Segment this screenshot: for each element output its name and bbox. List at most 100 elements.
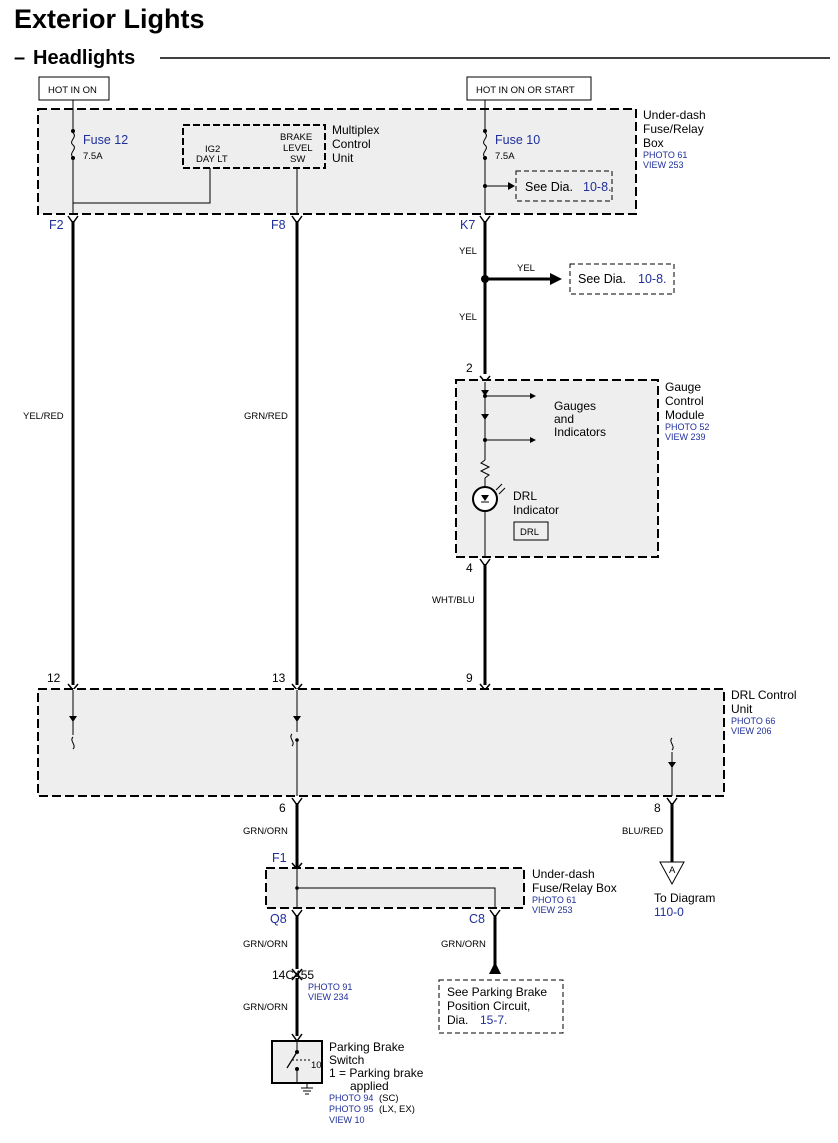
drl-badge: DRL	[520, 527, 539, 538]
pin-f8: F8	[271, 218, 286, 232]
arrow-fuse10-branch	[508, 182, 515, 190]
pin-f1: F1	[272, 851, 287, 865]
arrow-c8-up	[489, 962, 501, 974]
see-dia-box-yel	[569, 263, 675, 295]
parking-brake-ref-2: Position Circuit,	[447, 999, 530, 1013]
parking-switch-photo95-note: (LX, EX)	[379, 1104, 415, 1115]
drl-unit-photo: PHOTO 66	[731, 716, 775, 726]
parking-brake-ref-dia: Dia.	[447, 1013, 468, 1027]
arrow-gcm-feed-1	[530, 393, 536, 399]
multiplex-name-3: Unit	[332, 151, 354, 165]
gauge-name-1: Gauge	[665, 380, 701, 394]
power-label-left: HOT IN ON	[48, 85, 97, 96]
drl-diode-12	[69, 716, 77, 722]
see-dia-top-ref: 10-8.	[583, 180, 612, 194]
wire-label-blu-red: BLU/RED	[622, 826, 663, 837]
fuse12-rating: 7.5A	[83, 151, 103, 162]
pin-f2: F2	[49, 218, 64, 232]
parking-switch-photo94: PHOTO 94	[329, 1093, 373, 1103]
arrow-gcm-feed-2	[530, 437, 536, 443]
to-diagram-line-1: To Diagram	[654, 891, 715, 905]
diode-gcm-2	[481, 414, 489, 420]
drl-switch-8	[670, 737, 674, 751]
see-dia-yel-text: See Dia.	[578, 272, 626, 286]
gauge-photo: PHOTO 52	[665, 422, 709, 432]
pin-drl-9: 9	[466, 671, 473, 685]
connector-14c455-photo: PHOTO 91	[308, 982, 352, 992]
fuse-box-bottom-name-2: Fuse/Relay Box	[532, 881, 617, 895]
fuse10-symbol	[483, 132, 487, 158]
wire-label-grn-red: GRN/RED	[244, 411, 288, 422]
multiplex-ig2-1: IG2	[205, 144, 220, 155]
see-dia-box-top	[515, 170, 613, 202]
wire-label-grn-orn-1: GRN/ORN	[243, 826, 288, 837]
wire-label-grn-orn-3: GRN/ORN	[441, 939, 486, 950]
resistor-gcm	[479, 459, 491, 479]
fuse10-rating: 7.5A	[495, 151, 515, 162]
fuse12-terminal-top	[71, 129, 75, 133]
fuse-box-bottom-photo: PHOTO 61	[532, 895, 576, 905]
wire-label-yel-branch: YEL	[517, 263, 535, 274]
multiplex-brake-1: BRAKE	[280, 132, 312, 143]
diode-gcm-1	[481, 390, 489, 396]
wire-fuse12-to-multiplex	[73, 168, 211, 204]
fuse-box-top-name-1: Under-dash	[643, 108, 706, 122]
fuse-box-bottom-name-1: Under-dash	[532, 867, 595, 881]
pin-q8: Q8	[270, 912, 287, 926]
gauges-label-1: Gauges	[554, 399, 596, 413]
drl-diode-13	[293, 716, 301, 722]
to-diagram-marker	[659, 861, 685, 886]
to-diagram-line-2: 110-0	[654, 905, 684, 919]
wire-label-grn-orn-2: GRN/ORN	[243, 939, 288, 950]
multiplex-ig2-2: DAY LT	[196, 154, 228, 165]
gauges-label-2: and	[554, 412, 574, 426]
drl-diode-8	[668, 762, 676, 768]
drl-indicator-label-1: DRL	[513, 489, 537, 503]
wire-label-yel-1: YEL	[459, 246, 477, 257]
multiplex-control-unit	[182, 124, 326, 169]
pin-gcm-2: 2	[466, 361, 473, 375]
parking-brake-ref-num: 15-7.	[480, 1013, 507, 1027]
to-diagram-marker-label: A	[669, 865, 676, 876]
pin-drl-8: 8	[654, 801, 661, 815]
page-title: Exterior Lights	[14, 4, 205, 34]
fuse10-label: Fuse 10	[495, 133, 540, 147]
drl-indicator-label-2: Indicator	[513, 503, 559, 517]
drl-control-unit	[37, 688, 725, 797]
parking-switch-name-2: Switch	[329, 1053, 364, 1067]
fuse-box-top-name-3: Box	[643, 136, 664, 150]
connector-14c455-view: VIEW 234	[308, 992, 349, 1002]
parking-switch-name-4: applied	[350, 1079, 389, 1093]
switch-pin-label: 10	[311, 1060, 322, 1071]
pin-drl-13: 13	[272, 671, 286, 685]
connector-14c455-label: 14C455	[272, 968, 314, 982]
fuse-box-bottom-internal-b	[297, 887, 496, 908]
connector-14c455-bottom	[291, 972, 303, 981]
parking-switch-photo94-note: (SC)	[379, 1093, 399, 1104]
wire-label-wht-blu: WHT/BLU	[432, 595, 475, 606]
drl-switch-12	[71, 736, 75, 750]
wire-label-yel-2: YEL	[459, 312, 477, 323]
arrow-yel-branch	[550, 273, 562, 285]
pin-drl-6: 6	[279, 801, 286, 815]
fuse-box-bottom-view: VIEW 253	[532, 905, 573, 915]
section-dash: –	[14, 47, 25, 69]
parking-switch-name-3: 1 = Parking brake	[329, 1066, 424, 1080]
power-label-right: HOT IN ON OR START	[476, 85, 575, 96]
multiplex-name-1: Multiplex	[332, 123, 379, 137]
fuse-box-top-name-2: Fuse/Relay	[643, 122, 704, 136]
fuse12-label: Fuse 12	[83, 133, 128, 147]
fuse10-terminal-top	[483, 129, 487, 133]
fuse-box-top-view: VIEW 253	[643, 160, 684, 170]
gauge-view: VIEW 239	[665, 432, 706, 442]
parking-brake-ref-box	[438, 979, 564, 1034]
fuse12-symbol	[71, 132, 75, 158]
parking-switch-view: VIEW 10	[329, 1115, 365, 1125]
drl-unit-name-2: Unit	[731, 702, 753, 716]
wire-label-grn-orn-4: GRN/ORN	[243, 1002, 288, 1013]
section-title: Headlights	[33, 47, 135, 69]
see-dia-yel-ref: 10-8.	[638, 272, 667, 286]
see-dia-top-text: See Dia.	[525, 180, 573, 194]
drl-led-diode	[481, 495, 489, 501]
